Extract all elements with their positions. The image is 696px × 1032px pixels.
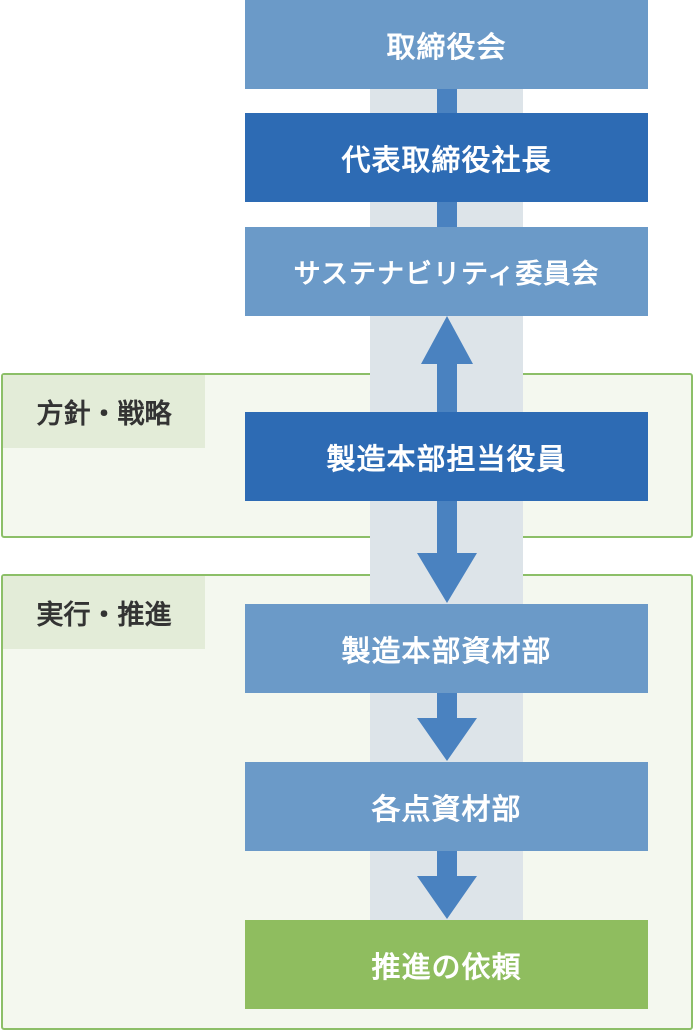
connector-ceo-sustainability bbox=[437, 201, 457, 227]
node-manufacturing-officer: 製造本部担当役員 bbox=[245, 412, 648, 501]
node-materials-dept: 製造本部資材部 bbox=[245, 604, 648, 693]
node-site-materials: 各点資材部 bbox=[245, 762, 648, 851]
policy-section-label: 方針・戦略 bbox=[3, 375, 205, 448]
node-promotion-request: 推進の依頼 bbox=[245, 920, 648, 1009]
connector-board-ceo bbox=[437, 88, 457, 113]
arrow-down-icon bbox=[417, 501, 477, 603]
execution-section-label: 実行・推進 bbox=[3, 576, 205, 649]
node-sustainability-committee: サステナビリティ委員会 bbox=[245, 227, 648, 316]
node-ceo: 代表取締役社長 bbox=[245, 113, 648, 202]
arrow-down-icon bbox=[417, 692, 477, 761]
node-board: 取締役会 bbox=[245, 0, 648, 89]
double-arrow-up-icon bbox=[421, 316, 473, 412]
arrow-down-icon bbox=[417, 850, 477, 919]
